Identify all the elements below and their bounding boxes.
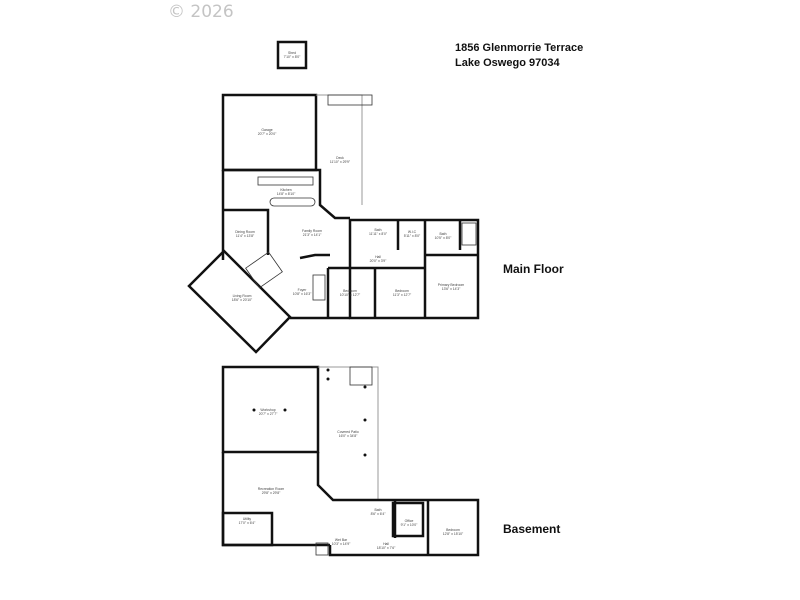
room-label: Bedroom bbox=[395, 289, 409, 293]
room-dims: 11'4" x 13'8" bbox=[236, 234, 255, 238]
room-dims: 11'10" x 29'9" bbox=[330, 160, 351, 164]
room-dims: 7'10" x 8'0" bbox=[284, 55, 302, 59]
room-dims: 12'8" x 15'10" bbox=[443, 532, 464, 536]
room-dims: 20'7" x 27'7" bbox=[259, 412, 278, 416]
room-label: Shed bbox=[288, 51, 296, 55]
room-dims: 9'1" x 10'0" bbox=[401, 523, 419, 527]
watermark: © 2026 bbox=[168, 2, 234, 22]
main-stairs bbox=[312, 274, 326, 301]
room-dims: 18'6" x 20'10" bbox=[232, 298, 253, 302]
room-dims: 8'6" x 6'4" bbox=[371, 512, 387, 516]
room-label: Hall bbox=[375, 255, 381, 259]
fireplace bbox=[245, 251, 283, 289]
room-label: Workshop bbox=[260, 408, 275, 412]
deck-outline bbox=[316, 94, 363, 205]
room-dims: 29'8" x 29'8" bbox=[262, 491, 281, 495]
room-label: Primary Bedroom bbox=[438, 283, 465, 287]
room-label: Recreation Room bbox=[258, 487, 285, 491]
room-label: Dining Room bbox=[235, 230, 255, 234]
deck-stairs bbox=[327, 94, 373, 106]
room-label: Covered Patio bbox=[337, 430, 359, 434]
room-label: Bedroom bbox=[343, 289, 357, 293]
main-floor-label: Main Floor bbox=[503, 262, 564, 276]
basement-east-walls bbox=[316, 452, 480, 557]
room-dims: 10'5" x 8'0" bbox=[435, 236, 453, 240]
room-label: Bath bbox=[375, 228, 382, 232]
room-dims: 18'10" x 7'6" bbox=[377, 546, 396, 550]
family-room-wall bbox=[299, 253, 330, 260]
main-floor-plan: Shed 7'10" x 8'0" Garage 20'7" x 20'0" D… bbox=[187, 40, 480, 354]
room-dims: 10'10" x 12'7" bbox=[340, 293, 361, 297]
room-label: Family Room bbox=[302, 229, 322, 233]
room-dims: 20'7" x 20'0" bbox=[258, 132, 277, 136]
room-label: Bedroom bbox=[446, 528, 460, 532]
kitchen-walls bbox=[223, 168, 350, 220]
main-room-labels: Shed 7'10" x 8'0" Garage 20'7" x 20'0" D… bbox=[232, 51, 465, 302]
room-dims: 20'0" x 3'9" bbox=[370, 259, 388, 263]
covered-patio-outline bbox=[318, 366, 379, 500]
room-dims: 10'3" x 14'9" bbox=[332, 542, 351, 546]
room-label: Garage bbox=[261, 128, 272, 132]
room-label: Living Room bbox=[233, 294, 252, 298]
basement-stairs bbox=[315, 542, 329, 556]
room-label: Deck bbox=[336, 156, 344, 160]
address-line-2: Lake Oswego 97034 bbox=[455, 57, 560, 69]
room-dims: 10'8" x 16'3" bbox=[293, 292, 312, 296]
room-label: Bath bbox=[440, 232, 447, 236]
patio-stairs bbox=[349, 366, 373, 386]
room-dims: 11'11" x 8'0" bbox=[369, 232, 388, 236]
basement-room-labels: Workshop 20'7" x 27'7" Covered Patio 16'… bbox=[239, 408, 464, 550]
workshop-walls bbox=[221, 365, 320, 454]
room-dims: 17'0" x 6'4" bbox=[239, 521, 257, 525]
room-dims: 21'3" x 14'1" bbox=[303, 233, 322, 237]
basement-label: Basement bbox=[503, 522, 561, 536]
room-label: Kitchen bbox=[280, 188, 291, 192]
room-dims: 16'0" x 34'8" bbox=[339, 434, 358, 438]
dining-walls bbox=[223, 208, 270, 255]
kitchen-island bbox=[269, 197, 316, 207]
room-label: W.I.C bbox=[408, 230, 417, 234]
recreation-walls bbox=[221, 452, 330, 547]
utility-walls bbox=[221, 511, 274, 547]
room-dims: 13'6" x 14'3" bbox=[442, 287, 461, 291]
shower bbox=[461, 222, 477, 246]
room-label: Wet Bar bbox=[335, 538, 348, 542]
shed-walls bbox=[276, 40, 308, 70]
office-walls bbox=[391, 501, 425, 538]
room-dims: 11'3" x 12'7" bbox=[393, 293, 412, 297]
address-line-1: 1856 Glenmorrie Terrace bbox=[455, 42, 584, 54]
room-label: Foyer bbox=[298, 288, 308, 292]
room-dims: 5'11" x 8'0" bbox=[404, 234, 421, 238]
room-label: Bath bbox=[375, 508, 382, 512]
room-label: Hall bbox=[383, 542, 389, 546]
basement-plan: Workshop 20'7" x 27'7" Covered Patio 16'… bbox=[221, 365, 480, 557]
room-label: Office bbox=[405, 519, 414, 523]
support-posts bbox=[252, 368, 367, 457]
room-dims: 14'8" x 8'10" bbox=[277, 192, 296, 196]
kitchen-counter bbox=[257, 176, 314, 186]
room-label: Utility bbox=[243, 517, 252, 521]
